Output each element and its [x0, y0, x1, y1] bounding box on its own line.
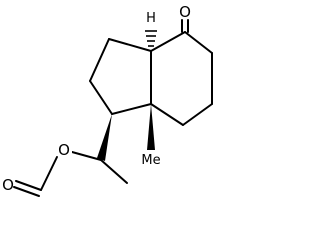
bond-c2-c1	[89, 80, 113, 115]
bond-ch-o	[71, 151, 102, 161]
bond-cformyl-o-double-1	[15, 180, 42, 191]
ring-fusion-hydrogen: H	[145, 11, 157, 47]
cyclohexanone-ring	[150, 31, 213, 126]
carbonyl-oxygen-label: O	[2, 176, 14, 194]
ketone-carbonyl: O	[179, 3, 191, 33]
bond-c4-c5	[184, 31, 213, 54]
bond-c3-c2	[89, 38, 110, 82]
chemical-structure: O H Me O O	[2, 3, 213, 197]
hydrogen-label: H	[146, 11, 156, 26]
methyl-label: Me	[141, 153, 160, 168]
angular-methyl: Me	[141, 104, 161, 168]
bond-ch-methyl	[100, 159, 128, 184]
formate-ester: O O	[2, 141, 72, 197]
bond-c1-c7a	[111, 103, 152, 115]
bond-c6-c7	[182, 103, 213, 126]
bond-o-cformyl	[40, 156, 58, 191]
side-chain-wedge	[97, 114, 112, 161]
cyclopentane-ring	[89, 38, 152, 115]
methyl-wedge	[147, 104, 155, 150]
bond-c7-c7a	[150, 103, 184, 126]
ketone-oxygen-label: O	[179, 3, 191, 21]
ester-oxygen-bg	[56, 141, 72, 159]
bond-c3a-c4	[150, 31, 186, 52]
ester-oxygen-label: O	[58, 141, 70, 159]
bond-cformyl-o-double-2	[13, 186, 40, 197]
side-chain	[71, 114, 128, 184]
bond-c3a-c3	[108, 38, 152, 52]
